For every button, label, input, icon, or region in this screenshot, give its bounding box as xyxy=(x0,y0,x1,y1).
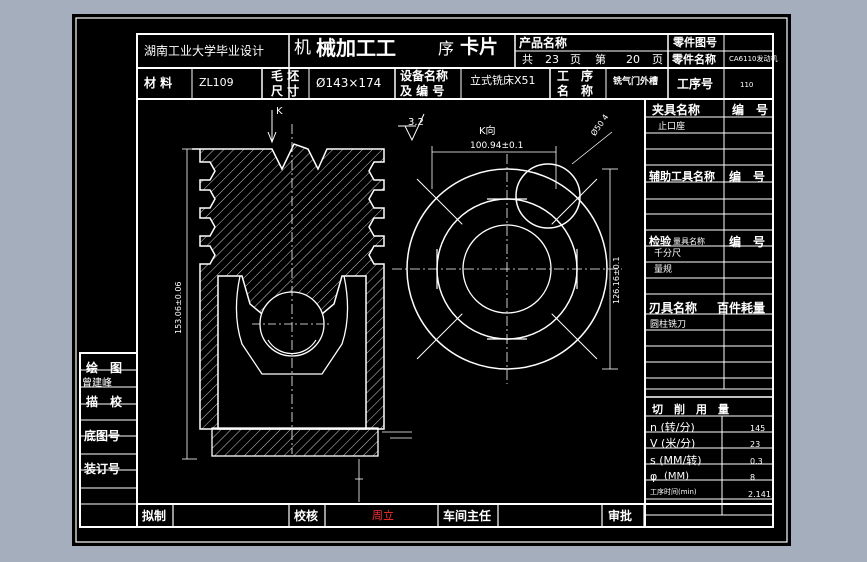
dim-horizontal: 100.94±0.1 xyxy=(470,141,524,151)
gauge-label-1: 检验 xyxy=(649,235,671,248)
gauge-item-2: 量规 xyxy=(654,265,673,275)
k-view-label: K向 xyxy=(479,126,496,137)
checked-label: 校核 xyxy=(294,509,319,523)
t-symbol-icon: φ xyxy=(650,470,658,483)
pin-boss-outline xyxy=(235,275,349,375)
blank-label-2: 尺 寸 xyxy=(271,84,300,98)
cad-drawing-canvas[interactable]: 湖南工业大学毕业设计 机 械加工工 序 卡片 产品名称 零件图号 共 23 页 … xyxy=(72,14,791,546)
card-title-2: 械加工工 xyxy=(316,36,396,60)
total-value: 23 xyxy=(545,53,559,66)
tool-consumption-label: 百件耗量 xyxy=(717,301,766,315)
op-no-value: 110 xyxy=(740,81,754,89)
gauge-label-2: 量具名称 xyxy=(673,237,705,246)
fixture-name-label: 夹具名称 xyxy=(652,103,701,117)
dim-vertical-right: 126.16±0.1 xyxy=(612,256,621,304)
material-label: 材 料 xyxy=(144,76,173,90)
card-title-3: 序 xyxy=(438,39,455,58)
checked-value: 周立 xyxy=(372,509,394,522)
drawn-label: 绘 图 xyxy=(86,361,123,375)
aux-tool-label: 辅助工具名称 xyxy=(649,170,715,183)
tool-name-label: 刃具名称 xyxy=(649,301,698,315)
workshop-label: 车间主任 xyxy=(443,509,492,523)
roughness-value: 3.2 xyxy=(408,117,424,128)
cutting-label: 切 削 用 量 xyxy=(652,403,729,416)
s-label: s (MM/转) xyxy=(650,454,702,467)
roughness-symbol xyxy=(404,113,425,142)
cutter-circle xyxy=(515,163,581,229)
equipment-label-2: 及 编 号 xyxy=(400,84,445,98)
approved-label: 审批 xyxy=(608,509,633,523)
v-label: V (米/分) xyxy=(650,437,696,450)
drawing-frame xyxy=(75,17,788,543)
process-value: 铣气门外槽 xyxy=(613,77,659,87)
equipment-label-1: 设备名称 xyxy=(400,69,449,83)
card-title-1: 机 xyxy=(294,38,311,58)
k-view-lobe xyxy=(416,178,463,225)
process-label-1: 工 序 xyxy=(557,69,594,83)
view-arrow-head xyxy=(267,131,277,144)
k-view-lobe xyxy=(551,313,598,360)
part-drawing-label: 零件图号 xyxy=(673,36,717,49)
process-label-2: 名 称 xyxy=(557,84,594,98)
left-strip-frame xyxy=(79,352,138,528)
part-name-value: CA6110发动机 xyxy=(729,55,778,63)
sheet-label: 第 xyxy=(595,53,606,66)
main-frame xyxy=(136,33,774,528)
k-view-lobe xyxy=(416,313,463,360)
product-name-label: 产品名称 xyxy=(519,36,568,50)
school-title: 湖南工业大学毕业设计 xyxy=(144,44,265,58)
n-label: n (转/分) xyxy=(650,421,695,434)
equipment-value: 立式铣床X51 xyxy=(470,74,536,87)
blank-label-1: 毛 坯 xyxy=(271,69,300,83)
n-value: 145 xyxy=(750,424,766,433)
sheet-value: 20 xyxy=(626,53,640,66)
time-value: 2.141 xyxy=(748,490,771,499)
k-view-lobe xyxy=(551,178,598,225)
view-direction-label: K xyxy=(276,106,283,117)
binding-no-label: 装订号 xyxy=(84,462,121,476)
skirt-band xyxy=(211,427,379,457)
card-title-4: 卡片 xyxy=(460,36,499,58)
aux-no-label: 编 号 xyxy=(729,170,766,184)
traced-label: 描 校 xyxy=(86,395,123,409)
base-no-label: 底图号 xyxy=(84,429,121,443)
page-label: 页 xyxy=(570,53,581,66)
page-label-2: 页 xyxy=(652,53,663,66)
dim-vertical-left: 153.06±0.06 xyxy=(174,281,183,334)
op-no-label: 工序号 xyxy=(677,77,714,91)
blank-value: Ø143×174 xyxy=(316,76,382,90)
dim-leader-circle xyxy=(571,131,613,165)
s-value: 0.3 xyxy=(750,457,763,466)
t-label: (MM) xyxy=(664,471,690,482)
t-value: 8 xyxy=(750,473,756,482)
total-label: 共 xyxy=(522,53,533,66)
gauge-no-label: 编 号 xyxy=(729,235,766,249)
part-name-label: 零件名称 xyxy=(672,53,716,66)
gauge-item-1: 千分尺 xyxy=(654,249,682,259)
v-value: 23 xyxy=(750,440,761,449)
time-label: 工序时间(min) xyxy=(650,488,697,496)
drawn-value: 曾建峰 xyxy=(82,378,112,389)
outer-frame xyxy=(75,17,788,543)
prepared-label: 拟制 xyxy=(142,509,167,523)
material-value: ZL109 xyxy=(199,76,234,89)
fixture-no-label: 编 号 xyxy=(732,103,769,117)
tool-value: 圆柱铣刀 xyxy=(650,320,687,330)
fixture-value: 止口座 xyxy=(658,122,686,132)
